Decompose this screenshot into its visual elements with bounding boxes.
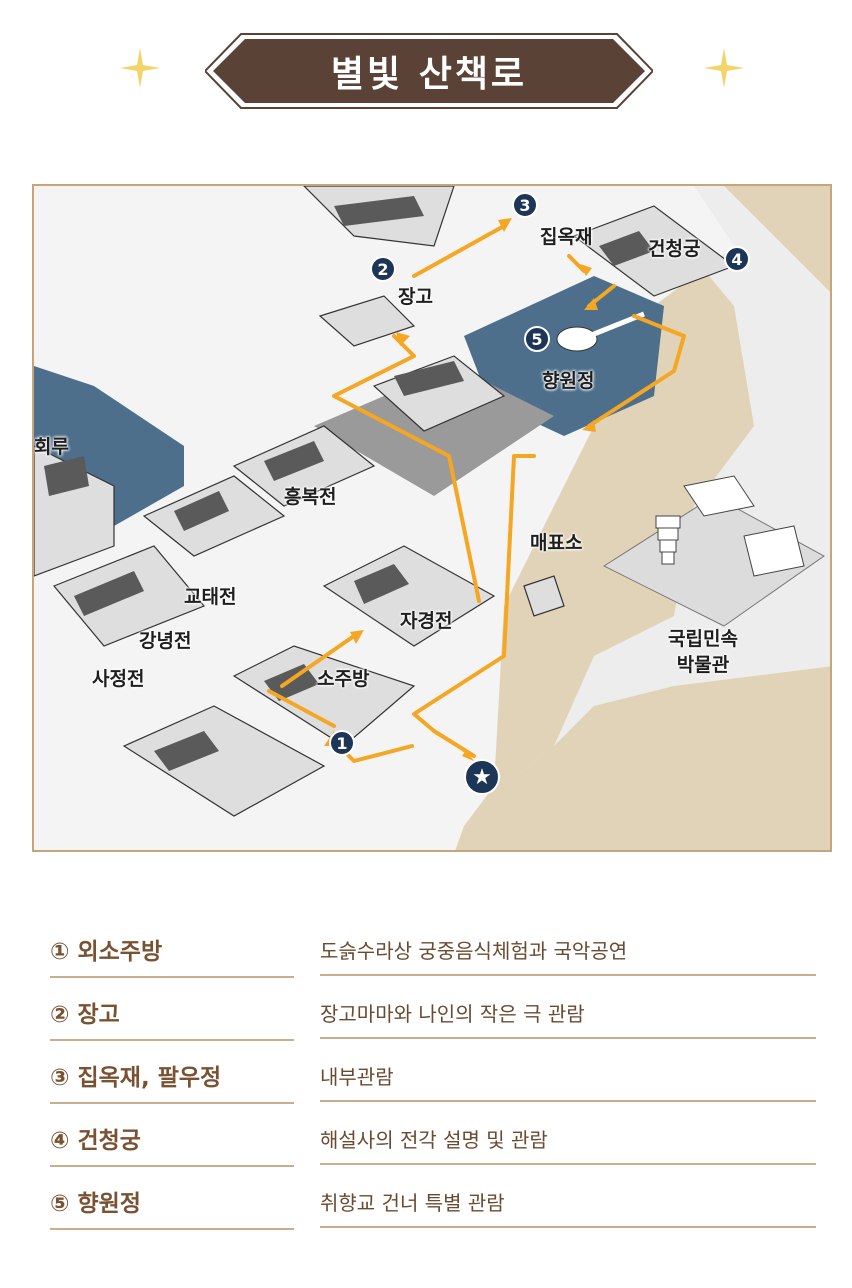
legend-name: ⑤ 향원정 — [50, 1184, 294, 1230]
legend-row: ④ 건청궁 해설사의 전각 설명 및 관람 — [50, 1107, 816, 1170]
legend-name: ① 외소주방 — [50, 932, 294, 978]
legend-row: ② 장고 장고마마와 나인의 작은 극 관람 — [50, 981, 816, 1044]
sparkle-icon-left — [120, 48, 160, 88]
legend-desc: 내부관람 — [320, 1061, 816, 1102]
stop-marker-4: 4 — [724, 246, 750, 272]
label-janggo: 장고 — [398, 286, 433, 308]
legend-name: ④ 건청궁 — [50, 1121, 294, 1167]
route-legend: ① 외소주방 도슭수라상 궁중음식체험과 국악공연 ② 장고 장고마마와 나인의… — [50, 918, 816, 1233]
legend-row: ⑤ 향원정 취향교 건너 특별 관람 — [50, 1170, 816, 1233]
legend-desc: 해설사의 전각 설명 및 관람 — [320, 1124, 816, 1165]
legend-name: ② 장고 — [50, 995, 294, 1041]
stop-marker-2: 2 — [370, 256, 396, 282]
palace-map: 회루 흥복전 교태전 강녕전 사정전 소주방 자경전 매표소 국립민속 박물관 … — [32, 184, 832, 852]
label-jagyeongjeon: 자경전 — [400, 610, 453, 632]
legend-desc: 취향교 건너 특별 관람 — [320, 1187, 816, 1228]
legend-desc: 장고마마와 나인의 작은 극 관람 — [320, 998, 816, 1039]
label-maepyoso: 매표소 — [530, 532, 583, 554]
legend-row: ① 외소주방 도슭수라상 궁중음식체험과 국악공연 — [50, 918, 816, 981]
stop-marker-1: 1 — [329, 730, 355, 756]
page-title: 별빛 산책로 — [330, 54, 528, 95]
label-heungbokjeon: 흥복전 — [284, 486, 337, 508]
sparkle-icon-right — [704, 48, 744, 88]
label-gangnyeongjeon: 강녕전 — [139, 630, 192, 652]
label-gyotaejeon: 교태전 — [184, 586, 237, 608]
stop-marker-3: 3 — [512, 192, 538, 218]
legend-row: ③ 집옥재, 팔우정 내부관람 — [50, 1044, 816, 1107]
legend-desc: 도슭수라상 궁중음식체험과 국악공연 — [320, 935, 816, 976]
label-geoncheonggung: 건청궁 — [648, 238, 701, 260]
label-sojubang: 소주방 — [317, 668, 370, 690]
title-banner: 별빛 산책로 — [205, 32, 653, 110]
label-hyangwonjeong: 향원정 — [542, 370, 595, 392]
label-jibokjae: 집옥재 — [540, 226, 593, 248]
label-hwiru: 회루 — [34, 436, 69, 458]
legend-name: ③ 집옥재, 팔우정 — [50, 1058, 294, 1104]
star-icon: ★ — [464, 759, 500, 795]
label-sajeongjeon: 사정전 — [92, 668, 145, 690]
stop-marker-5: 5 — [524, 326, 550, 352]
label-museum: 국립민속 박물관 — [668, 628, 738, 676]
